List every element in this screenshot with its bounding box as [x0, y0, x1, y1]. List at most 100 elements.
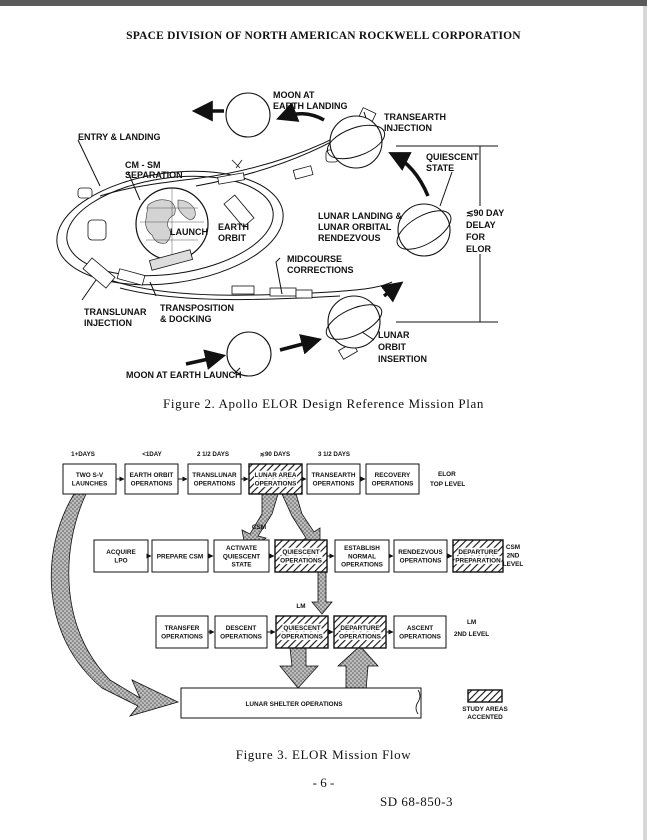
top-box-2-label-0: TRANSLUNAR — [192, 472, 237, 479]
top-box-5-label-1: OPERATIONS — [372, 481, 415, 488]
top-box-3-label-bg — [254, 470, 297, 479]
lm-box-3-label-bg — [340, 623, 380, 632]
moon-transearth — [329, 115, 383, 169]
duration-4: 3 1/2 DAYS — [318, 451, 350, 458]
csm-tag: CSM — [252, 524, 266, 531]
label-loi-1: LUNAR — [378, 330, 410, 340]
window-top-bar — [0, 0, 647, 6]
legend-label-1: ACCENTED — [467, 714, 503, 721]
label-transposition-2: & DOCKING — [160, 314, 212, 324]
flow-arrow-lunar-area-to-csm-quiescent — [281, 493, 321, 551]
label-delay-4: ELOR — [466, 244, 492, 254]
lm-box-3-label-0: DEPARTURE — [340, 625, 380, 632]
top-box-0 — [62, 463, 117, 495]
flow-arrow-csm-to-lm — [311, 569, 333, 615]
csm-box-0-label-0: ACQUIRE — [106, 549, 136, 556]
lm-box-3-label-1: OPERATIONS — [339, 634, 382, 641]
label-earth-orbit-2: ORBIT — [218, 233, 247, 243]
label-lunar-landing-3: RENDEZVOUS — [318, 233, 381, 243]
duration-1: <1DAY — [142, 451, 162, 458]
csm-box-3-label-0: QUIESCENT — [282, 549, 319, 556]
lm-box-0-label-1: OPERATIONS — [161, 634, 204, 641]
label-lunar-landing-2: LUNAR ORBITAL — [318, 222, 392, 232]
page-number: - 6 - — [312, 775, 335, 790]
label-quiescent-1: QUIESCENT — [426, 152, 479, 162]
csm-box-4 — [334, 539, 390, 573]
label-loi-2: ORBIT — [378, 342, 407, 352]
csm-level-label-0: CSM — [506, 544, 520, 551]
label-earth-orbit-1: EARTH — [218, 222, 249, 232]
lm-box-2-label-0: QUIESCENT — [283, 625, 320, 632]
earth-orbit-ellipse-inner — [66, 175, 274, 277]
top-box-2 — [187, 463, 242, 495]
csm-box-0-label-1: LPO — [114, 558, 127, 565]
document-id: SD 68-850-3 — [380, 794, 454, 809]
label-lunar-landing-1: LUNAR LANDING & — [318, 211, 402, 221]
top-box-4-label-0: TRANSEARTH — [311, 472, 355, 479]
label-translunar-2: INJECTION — [84, 318, 132, 328]
delay-bracket — [396, 145, 498, 323]
lm-box-0 — [155, 615, 209, 649]
csm-box-5-label-0: RENDEZVOUS — [398, 549, 443, 556]
label-cm-sm-1: CM - SM — [125, 160, 161, 170]
label-loi-3: INSERTION — [378, 354, 427, 364]
csm-box-3-label-bg — [279, 556, 323, 565]
csm-level-label-2: LEVEL — [503, 561, 524, 568]
label-transposition-1: TRANSPOSITION — [160, 303, 234, 313]
csm-box-1-label-0: PREPARE CSM — [157, 553, 203, 560]
top-level-label-0: ELOR — [438, 471, 456, 478]
label-delay-1: ≲90 DAY — [466, 208, 504, 218]
csm-box-2-label-1: QUIESCENT — [223, 553, 260, 560]
flow-arrow-launch-to-shelter — [50, 493, 180, 717]
label-midcourse-2: CORRECTIONS — [287, 265, 354, 275]
csm-box-3-label-bg — [281, 547, 321, 556]
earth-orbit-ellipse — [56, 170, 284, 286]
lm-box-2-label-bg — [280, 632, 324, 641]
lm-box-1 — [214, 615, 268, 649]
csm-box-5-label-1: OPERATIONS — [400, 558, 443, 565]
csm-box-4-label-1: NORMAL — [348, 553, 376, 560]
csm-box-6 — [452, 539, 504, 573]
top-box-3-label-0: LUNAR AREA — [254, 472, 296, 479]
duration-0: 1+DAYS — [71, 451, 95, 458]
label-launch: LAUNCH — [170, 227, 208, 237]
lm-box-3 — [333, 615, 387, 649]
label-transearth-2: INJECTION — [384, 123, 432, 133]
top-box-3 — [248, 463, 303, 495]
csm-box-3 — [274, 539, 328, 573]
flow-arrow-lm-to-shelter — [279, 647, 319, 689]
duration-2: 2 1/2 DAYS — [197, 451, 229, 458]
lm-box-0-label-0: TRANSFER — [165, 625, 200, 632]
earth-continents — [145, 199, 196, 244]
lunar-shelter-label: LUNAR SHELTER OPERATIONS — [245, 701, 343, 708]
lm-box-1-label-1: OPERATIONS — [220, 634, 263, 641]
label-entry-landing: ENTRY & LANDING — [78, 132, 161, 142]
spacecraft-icons — [77, 107, 441, 360]
csm-box-4-label-2: OPERATIONS — [341, 562, 384, 569]
lm-box-1-label-0: DESCENT — [226, 625, 257, 632]
lm-level-label-0: LM — [467, 619, 476, 626]
top-box-1 — [124, 463, 179, 495]
csm-box-6-label-bg — [454, 556, 502, 565]
lm-box-2 — [275, 615, 329, 649]
top-box-0-label-1: LAUNCHES — [72, 481, 108, 488]
arrow-launch-moon-motion — [279, 334, 323, 355]
label-delay-2: DELAY — [466, 220, 496, 230]
top-box-3-label-1: OPERATIONS — [255, 481, 298, 488]
top-box-5-label-0: RECOVERY — [375, 472, 411, 479]
lm-box-4 — [393, 615, 447, 649]
label-delay-3: FOR — [466, 232, 485, 242]
top-box-3-label-bg — [254, 479, 297, 488]
top-box-2-label-1: OPERATIONS — [194, 481, 237, 488]
moon-at-earth-landing — [225, 92, 271, 138]
csm-box-0 — [93, 539, 149, 573]
label-quiescent-2: STATE — [426, 163, 454, 173]
legend-label-0: STUDY AREAS — [462, 706, 508, 713]
top-box-4-label-1: OPERATIONS — [313, 481, 356, 488]
label-moon-at-earth-landing-1: MOON AT — [273, 90, 315, 100]
top-box-1-label-0: EARTH ORBIT — [130, 472, 174, 479]
label-midcourse-1: MIDCOURSE — [287, 254, 342, 264]
top-box-4 — [306, 463, 361, 495]
lm-box-2-label-bg — [282, 623, 322, 632]
